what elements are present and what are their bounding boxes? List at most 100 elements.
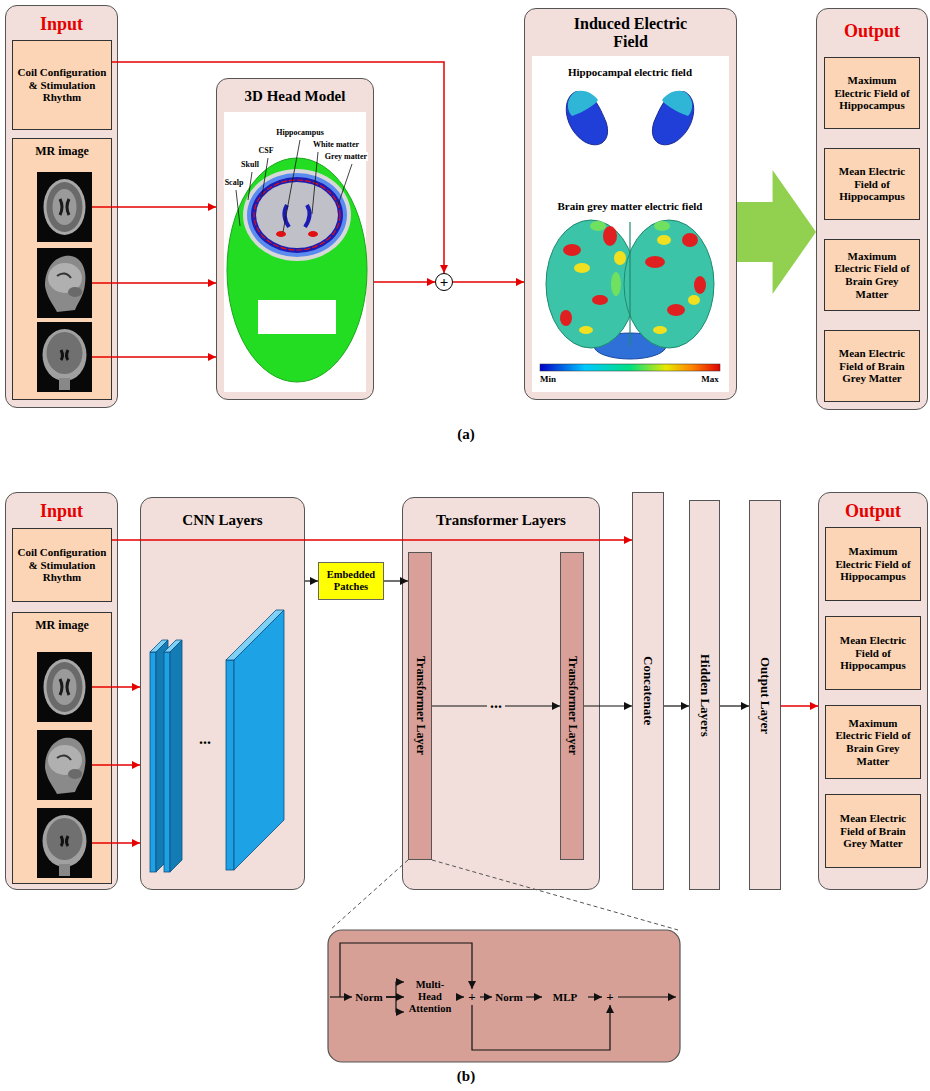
head-model <box>254 180 340 250</box>
leader-line <box>338 164 352 205</box>
mlp-box: MLP <box>542 960 588 1034</box>
leader-line <box>312 152 318 214</box>
figure-label: ... <box>198 730 212 748</box>
grey-matter-field <box>590 221 606 231</box>
node-label: Concatenate <box>641 656 656 725</box>
add-node: + <box>464 989 480 1005</box>
node-label: Output Layer <box>758 657 773 734</box>
grey-matter-field <box>694 276 706 294</box>
node-label: MR image <box>35 145 89 159</box>
panel-heading: Output <box>845 501 901 522</box>
transformer-detail <box>330 943 676 997</box>
node-label: Multi-Head Attention <box>408 979 452 1015</box>
connector <box>588 996 602 997</box>
input-panel: InputCoil Configuration & Stimulation Rh… <box>5 492 118 890</box>
cnn-feature-maps <box>170 640 182 872</box>
figure-label: CSF <box>257 146 274 155</box>
connector <box>305 580 318 581</box>
node-label: Maximum Electric Field of Hippocampus <box>829 545 917 583</box>
figure-label: (b) <box>456 1068 476 1085</box>
connector <box>472 1005 610 1050</box>
output-box: Maximum Electric Field of Brain Grey Mat… <box>825 705 921 779</box>
mr-images <box>37 172 112 878</box>
node-label: + <box>606 990 613 1004</box>
node-label: Mean Electric Field of Brain Grey Matter <box>829 812 917 850</box>
grey-matter-field <box>563 244 581 256</box>
grey-matter-field <box>653 326 667 334</box>
head-model <box>243 169 351 261</box>
input-box: Coil Configuration & Stimulation Rhythm <box>12 40 112 130</box>
grey-matter-field <box>645 256 665 268</box>
head-model <box>308 231 318 237</box>
grey-matter-field <box>546 220 636 348</box>
transformer-detail <box>432 860 678 930</box>
node-label: MR image <box>35 619 89 633</box>
connector <box>664 705 689 706</box>
connector <box>781 705 818 707</box>
model-panel: 3D Head Model <box>216 78 374 400</box>
grey-matter-field <box>560 310 572 326</box>
patch-box: Embedded Patches <box>318 562 384 600</box>
figure-label: Hippocampal electric field <box>567 66 693 79</box>
grey-matter-field <box>657 235 671 245</box>
cnn-feature-maps <box>150 640 168 652</box>
connector <box>720 705 749 706</box>
connector <box>112 282 216 284</box>
grey-matter-field <box>574 263 590 273</box>
cnn-panel: CNN Layers <box>140 497 305 890</box>
input-box: Coil Configuration & Stimulation Rhythm <box>12 528 112 602</box>
hippocampus-field <box>652 91 693 144</box>
block-arrow <box>737 170 816 294</box>
grey-matter-field <box>654 221 670 231</box>
cnn-feature-maps <box>150 610 284 872</box>
connector <box>480 996 492 997</box>
connector <box>386 996 404 997</box>
node-label: Maximum Electric Field of Brain Grey Mat… <box>829 717 917 768</box>
node-label: Maximum Electric Field of Hippocampus <box>828 74 916 112</box>
head-model <box>247 173 347 257</box>
connector <box>112 356 216 358</box>
node-label: Coil Configuration & Stimulation Rhythm <box>16 546 108 584</box>
output-box: Mean Electric Field of Brain Grey Matter <box>825 794 921 868</box>
grey-matter-field <box>579 326 593 334</box>
grey-matter-field <box>590 221 670 296</box>
cnn-feature-maps <box>234 610 284 870</box>
hippocampus-field <box>652 91 693 145</box>
grey-matter-field <box>574 235 700 334</box>
grey-matter-field <box>682 233 698 247</box>
head-model <box>284 205 309 227</box>
figure-label: (a) <box>456 426 476 443</box>
head-model <box>258 300 336 334</box>
node-label: Transformer Layer <box>565 656 579 755</box>
node-label: MLP <box>553 991 577 1004</box>
figure-label: Min <box>539 374 557 384</box>
panel-heading: CNN Layers <box>182 512 262 529</box>
output-layer-bar: Output Layer <box>749 500 781 890</box>
cnn-feature-maps <box>164 652 170 872</box>
mr-images <box>92 282 112 284</box>
cnn-feature-maps <box>156 640 168 872</box>
connector <box>526 996 542 997</box>
colorbar <box>540 364 720 371</box>
head-model <box>224 112 366 392</box>
panel-heading: 3D Head Model <box>245 88 346 105</box>
figure-label: Grey matter <box>324 152 368 161</box>
add-node: + <box>602 989 618 1005</box>
transformer-detail <box>328 930 680 1062</box>
transformer-detail <box>618 996 676 997</box>
output-box: Maximum Electric Field of Hippocampus <box>825 527 921 601</box>
transformer-detail <box>328 860 680 1062</box>
connector <box>453 281 524 283</box>
node-label: Mean Electric Field of Hippocampus <box>829 634 917 672</box>
connector <box>112 686 140 688</box>
connector <box>112 62 444 273</box>
panel-heading: Output <box>844 21 900 42</box>
norm-box: Norm <box>492 960 526 1034</box>
node-label: Transformer Layer <box>413 656 427 755</box>
cnn-feature-maps <box>164 640 182 652</box>
cnn-feature-maps <box>150 652 156 872</box>
transformer-layer: Transformer Layer <box>560 552 584 860</box>
grey-matter-field <box>592 295 608 305</box>
